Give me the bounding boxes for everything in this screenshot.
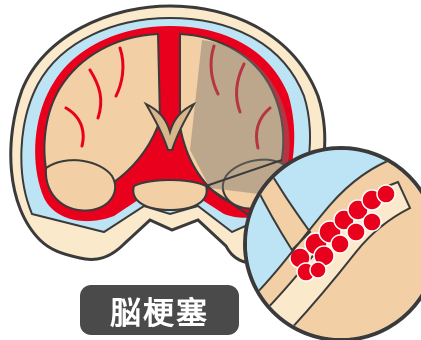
caption-label: 脳梗塞	[80, 285, 239, 335]
caption-text: 脳梗塞	[110, 288, 209, 333]
magnified-vessel-circle	[245, 148, 421, 340]
